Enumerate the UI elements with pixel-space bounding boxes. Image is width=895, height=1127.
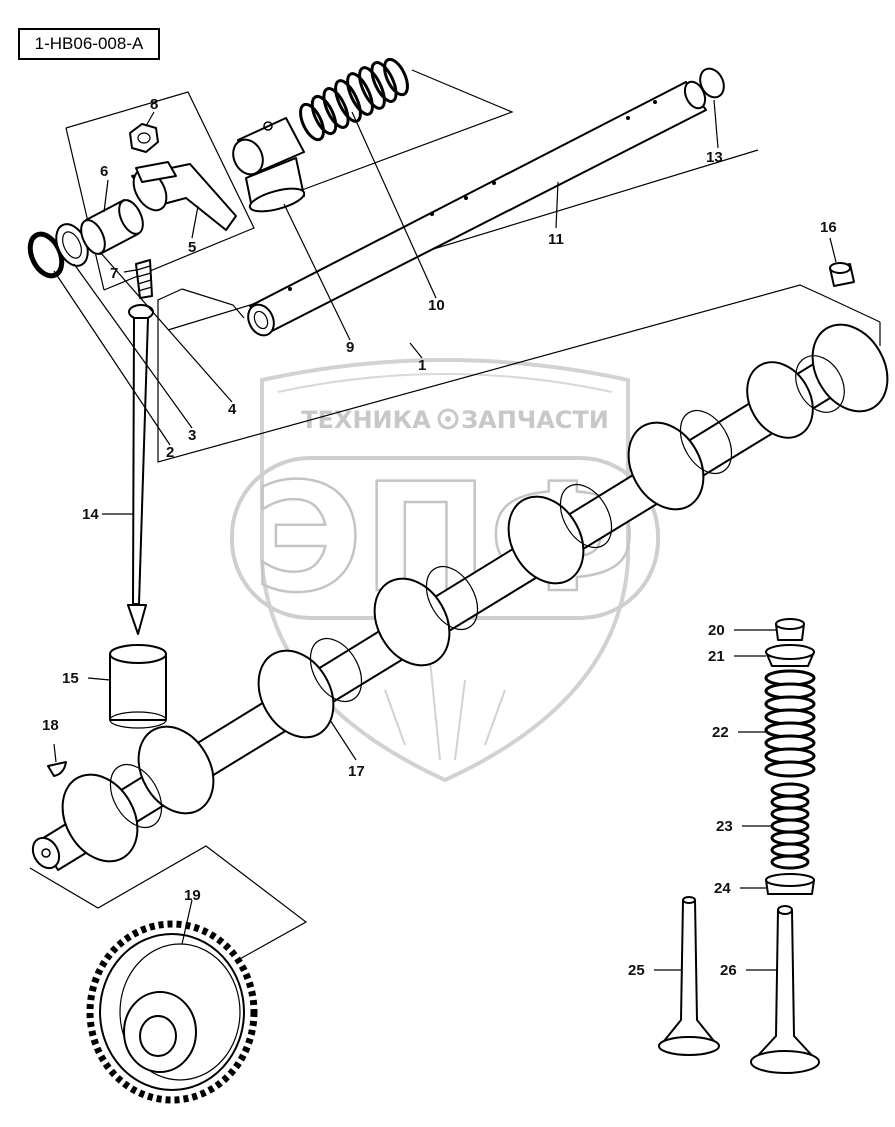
adjusting-screw: [135, 259, 153, 299]
callout-25: 25: [628, 962, 645, 979]
tappet: [109, 644, 167, 729]
rocker-spring: [299, 57, 409, 142]
callout-11: 11: [548, 231, 564, 248]
callout-18: 18: [42, 717, 59, 734]
exhaust-valve: [750, 905, 820, 1074]
callout-4: 4: [228, 401, 237, 418]
callout-2: 2: [166, 444, 174, 461]
rocker-arm: [131, 161, 237, 231]
watermark-left-text: ТЕХНИКА: [301, 406, 431, 434]
lock-nut: [129, 123, 159, 153]
callout-9: 9: [346, 339, 354, 356]
rocker-shaft: [247, 80, 707, 337]
shaft-plug: [699, 67, 725, 99]
rocker-bracket: [232, 117, 306, 213]
callout-1: 1: [418, 357, 426, 374]
callout-7: 7: [110, 265, 118, 282]
valve-collets: [775, 618, 805, 641]
callout-20: 20: [708, 622, 725, 639]
callout-21: 21: [708, 648, 725, 665]
camshaft-plug: [829, 262, 855, 287]
camshaft: [31, 323, 889, 871]
callout-17: 17: [348, 763, 365, 780]
callout-8: 8: [150, 96, 158, 113]
callout-16: 16: [820, 219, 837, 236]
spring-seat: [765, 873, 815, 895]
callout-labels: 1 2 3 4 5 6 7 8 9 10 11 13 14 15 16 17 1…: [42, 96, 837, 979]
callout-23: 23: [716, 818, 733, 835]
gear-outline: [29, 845, 308, 961]
camshaft-gear: [86, 920, 258, 1104]
callout-24: 24: [714, 880, 731, 897]
inlet-valve: [658, 896, 720, 1056]
callout-5: 5: [188, 239, 196, 256]
callout-13: 13: [706, 149, 723, 166]
spacer-sleeve: [80, 199, 144, 255]
callout-22: 22: [712, 724, 729, 741]
callout-26: 26: [720, 962, 737, 979]
inner-valve-spring: [770, 782, 810, 870]
outer-valve-spring: [764, 669, 816, 778]
woodruff-key: [47, 761, 67, 777]
callout-3: 3: [188, 427, 196, 444]
leader-lines: [53, 99, 837, 971]
callout-6: 6: [100, 163, 108, 180]
watermark-wheat-icon: [384, 659, 506, 761]
drawing-reference-box: 1-HB06-008-A: [18, 28, 160, 60]
watermark-right-text: ЗАПЧАСТИ: [461, 406, 609, 434]
callout-10: 10: [428, 297, 445, 314]
pushrod: [127, 304, 154, 635]
gear-icon: [437, 408, 459, 430]
callout-19: 19: [184, 887, 201, 904]
callout-15: 15: [62, 670, 79, 687]
spring-retainer: [765, 644, 815, 667]
callout-14: 14: [82, 506, 99, 523]
